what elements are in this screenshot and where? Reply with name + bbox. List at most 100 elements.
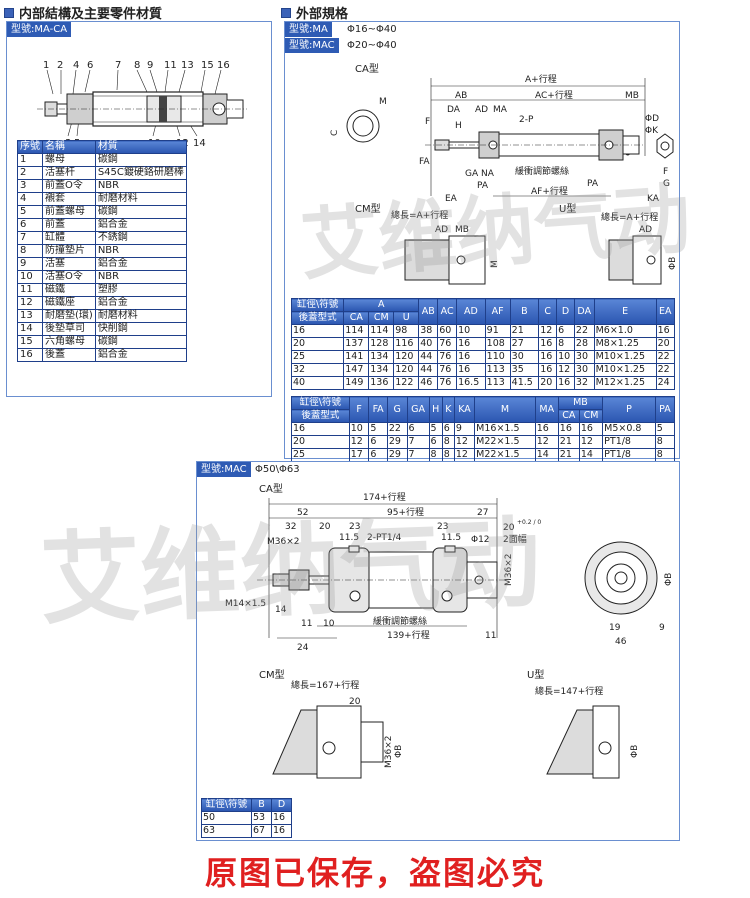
model-tag-mac: 型號:MAC (285, 38, 339, 53)
mac-ca-type-drawing: CA型 174+行程 52 95+行程 27 32 20 23 23 11.5 … (225, 482, 674, 653)
svg-text:46: 46 (615, 637, 627, 647)
spec1-row-cell: 20 (538, 376, 558, 390)
spec1-row-cell: 108 (484, 337, 511, 351)
mac-row-cell: 63 (201, 824, 252, 838)
svg-text:FA: FA (419, 157, 430, 167)
parts-row-cell: 螺母 (42, 153, 96, 167)
callout-4: 4 (73, 60, 79, 71)
spec2-row-cell: 21 (557, 448, 580, 462)
parts-row-cell: 耐磨材料 (94, 309, 187, 323)
spec2-row-cell: M22×1.5 (474, 448, 536, 462)
callout-6: 6 (87, 60, 93, 71)
parts-row-cell: 鋁合金 (94, 257, 187, 271)
parts-row-cell: 4 (17, 192, 43, 206)
spec2-row-cell: 8 (441, 448, 455, 462)
spec2-row-cell: PT1/8 (602, 435, 656, 449)
spec1-row-cell: 44 (418, 350, 439, 364)
spec2-row-cell: 5 (428, 422, 443, 436)
svg-text:+0.2 / 0: +0.2 / 0 (517, 519, 541, 526)
parts-row-cell: 六角螺母 (42, 335, 96, 349)
svg-text:M: M (490, 260, 500, 268)
model-tag-ma-ca: 型號:MA-CA (7, 22, 72, 37)
spec2-row-cell: 29 (386, 448, 408, 462)
spec1-row-cell: 16 (456, 350, 486, 364)
mac-cm-type-label: CM型 (259, 668, 285, 681)
svg-text:95+行程: 95+行程 (387, 506, 424, 518)
svg-text:AB: AB (455, 91, 467, 101)
spec1-row-cell: 30 (573, 363, 595, 377)
spec2-row-cell: 12 (348, 435, 370, 449)
parts-table-header: 序號 名稱 材質 (17, 140, 187, 154)
svg-text:23: 23 (437, 522, 448, 532)
footer-copyright-notice: 原图已保存，盗图必究 (204, 854, 545, 892)
spec1-row-cell: 8 (556, 337, 575, 351)
spec1-row-cell: 136 (368, 376, 395, 390)
svg-text:M36×2: M36×2 (504, 554, 514, 586)
spec1-row-cell: 41.5 (509, 376, 540, 390)
parts-row-cell: 活塞杆 (42, 166, 96, 180)
parts-row-cell: 10 (17, 270, 43, 284)
spec2-row-cell: 10 (348, 422, 370, 436)
parts-header-material: 材質 (94, 140, 187, 154)
spec2-row-cell: 8 (654, 448, 676, 462)
spec1-row-cell: 141 (343, 350, 370, 364)
svg-text:11: 11 (301, 619, 312, 629)
spec1-row-cell: 46 (418, 376, 439, 390)
svg-text:11.5: 11.5 (441, 533, 461, 543)
spec1-row-cell: 16 (538, 363, 558, 377)
external-spec-panel: 型號:MA Φ16~Φ40 型號:MAC Φ20~Φ40 CA型 M A+行程 … (284, 21, 680, 462)
parts-row-cell: 7 (17, 231, 43, 245)
model-range-mac: Φ20~Φ40 (347, 40, 397, 51)
svg-text:M14×1.5: M14×1.5 (225, 599, 266, 609)
parts-row-cell: 塑膠 (94, 283, 187, 297)
parts-row-cell: 2 (17, 166, 43, 180)
spec1-row-cell: 16 (456, 337, 486, 351)
spec2-row-cell: 6 (368, 435, 388, 449)
svg-text:A+行程: A+行程 (525, 73, 557, 85)
spec2-row-cell: 6 (368, 448, 388, 462)
svg-text:11.5: 11.5 (339, 533, 359, 543)
spec1-row-cell: 116 (393, 337, 420, 351)
svg-text:174+行程: 174+行程 (363, 491, 406, 503)
internal-structure-panel: 型號:MA-CA 1 2 4 6 7 8 9 11 13 15 16 3 5 1… (6, 21, 272, 397)
svg-text:52: 52 (297, 508, 308, 518)
spec2-row-cell: 25 (291, 448, 350, 462)
model-range-mac-large: Φ50\Φ63 (255, 464, 300, 475)
callout-16: 16 (217, 60, 230, 71)
svg-text:總長=A+行程: 總長=A+行程 (391, 209, 448, 221)
spec2-row-cell: 12 (534, 435, 559, 449)
spec1-row-cell: 76 (437, 363, 458, 377)
svg-text:H: H (455, 121, 462, 131)
mac-row-cell: 16 (271, 811, 292, 825)
spec1-row-cell: M6×1.0 (593, 324, 657, 338)
spec2-row-cell: 20 (291, 435, 350, 449)
spec1-row-cell: 44 (418, 363, 439, 377)
callout-14: 14 (193, 138, 206, 149)
spec-table-1: 缸徑\符號 A AB AC AD AF B C D DA E EA 後蓋型式 C… (290, 298, 676, 390)
parts-row-cell: 5 (17, 205, 43, 219)
parts-row-cell: 活塞O令 (42, 270, 96, 284)
cm-u-type-drawing: CM型 U型 總長=A+行程 總長=A+行程 AD MB AD M ΦB (355, 202, 678, 285)
parts-row-cell: 6 (17, 218, 43, 232)
spec2-row-cell: 9 (453, 422, 476, 436)
parts-row-cell: 1 (17, 153, 43, 167)
svg-text:PA: PA (477, 181, 489, 191)
svg-text:2面幅: 2面幅 (503, 533, 527, 545)
parts-row-cell: 襯套 (42, 192, 96, 206)
spec1-row-cell: 12 (538, 324, 558, 338)
svg-text:PA: PA (587, 179, 599, 189)
spec1-row-cell: 134 (368, 350, 395, 364)
callout-1: 1 (43, 60, 49, 71)
spec2-row-cell: 7 (406, 448, 430, 462)
